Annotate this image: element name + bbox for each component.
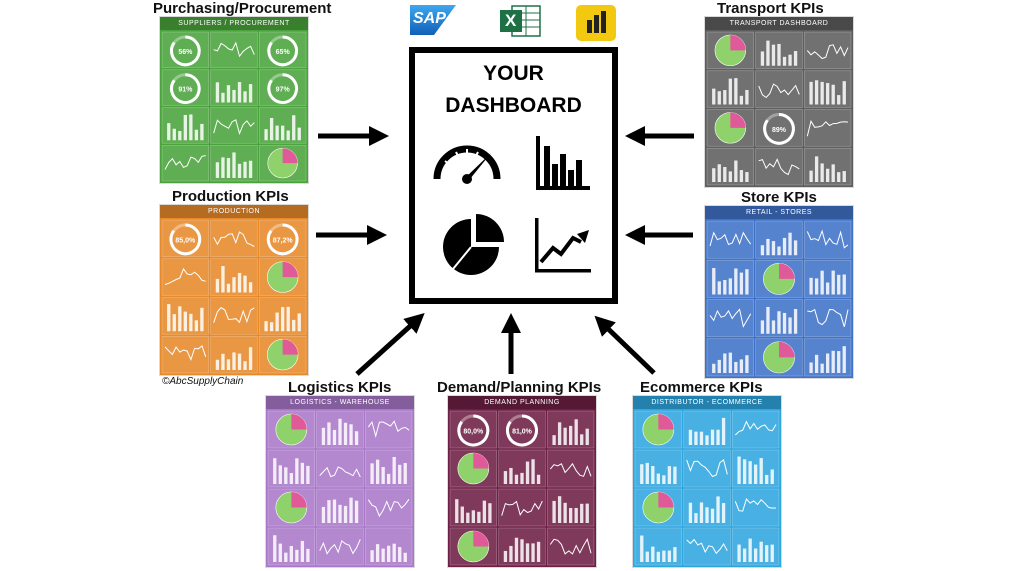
thumb-store: RETAIL - STORES [705, 206, 853, 378]
thumb-header: LOGISTICS - WAREHOUSE [266, 396, 414, 409]
pie-chart-icon [443, 214, 504, 275]
speedometer-icon [433, 145, 501, 184]
label-store: Store KPIs [741, 189, 817, 206]
label-transport: Transport KPIs [717, 0, 824, 17]
thumb-header: SUPPLIERS / PROCUREMENT [160, 17, 308, 30]
excel-logo-text: X [505, 11, 517, 30]
dashboard-title-line1: YOUR [483, 62, 544, 85]
sap-logo-icon: SAP [410, 5, 456, 35]
thumb-widgets [706, 220, 852, 377]
thumb-widgets: 85,0% 87,2% [161, 219, 307, 374]
thumb-header: RETAIL - STORES [705, 206, 853, 219]
thumb-widgets [267, 410, 413, 566]
label-production: Production KPIs [172, 188, 289, 205]
gauge-value: 80,0% [463, 429, 484, 436]
powerbi-logo-icon [576, 5, 616, 41]
dashboard-title-line2: DASHBOARD [445, 94, 582, 117]
gauge-value: 65% [276, 49, 291, 56]
gauge-value: 85,0% [175, 237, 196, 244]
thumb-header: DEMAND PLANNING [448, 396, 596, 409]
thumb-header: PRODUCTION [160, 205, 308, 218]
label-logistics: Logistics KPIs [288, 379, 392, 396]
gauge-value: 81,0% [512, 429, 533, 436]
label-purchasing: Purchasing/Procurement [153, 0, 332, 17]
gauge-value: 56% [178, 49, 193, 56]
thumb-widgets [634, 410, 780, 566]
label-ecommerce: Ecommerce KPIs [640, 379, 763, 396]
thumb-logistics: LOGISTICS - WAREHOUSE [266, 396, 414, 567]
bar-chart-icon [536, 136, 590, 190]
your-dashboard-box: YOUR DASHBOARD [409, 47, 618, 304]
line-chart-icon [535, 218, 591, 273]
gauge-value: 97% [276, 87, 291, 94]
arrow-logistics [355, 312, 425, 376]
thumb-ecommerce: DISTRIBUTOR - ECOMMERCE [633, 396, 781, 567]
thumb-purchasing: SUPPLIERS / PROCUREMENT 56% 65% 91% 97% [160, 17, 308, 183]
arrow-ecommerce [594, 315, 656, 375]
sap-logo-text: SAP [413, 10, 446, 27]
thumb-demand: DEMAND PLANNING 80,0% 81,0% [448, 396, 596, 567]
thumb-production: PRODUCTION 85,0% 87,2% [160, 205, 308, 375]
gauge-value: 87,2% [273, 237, 294, 244]
thumb-transport: TRANSPORT DASHBOARD 89% [705, 17, 853, 187]
thumb-widgets: 56% 65% 91% 97% [161, 31, 307, 182]
copyright-text: ©AbcSupplyChain [162, 376, 244, 387]
label-demand: Demand/Planning KPIs [437, 379, 602, 396]
gauge-value: 89% [772, 127, 787, 134]
thumb-widgets: 89% [706, 31, 852, 186]
excel-logo-icon: X [500, 3, 542, 39]
thumb-widgets: 80,0% 81,0% [449, 410, 595, 566]
thumb-header: DISTRIBUTOR - ECOMMERCE [633, 396, 781, 409]
thumb-header: TRANSPORT DASHBOARD [705, 17, 853, 30]
gauge-value: 91% [178, 87, 193, 94]
